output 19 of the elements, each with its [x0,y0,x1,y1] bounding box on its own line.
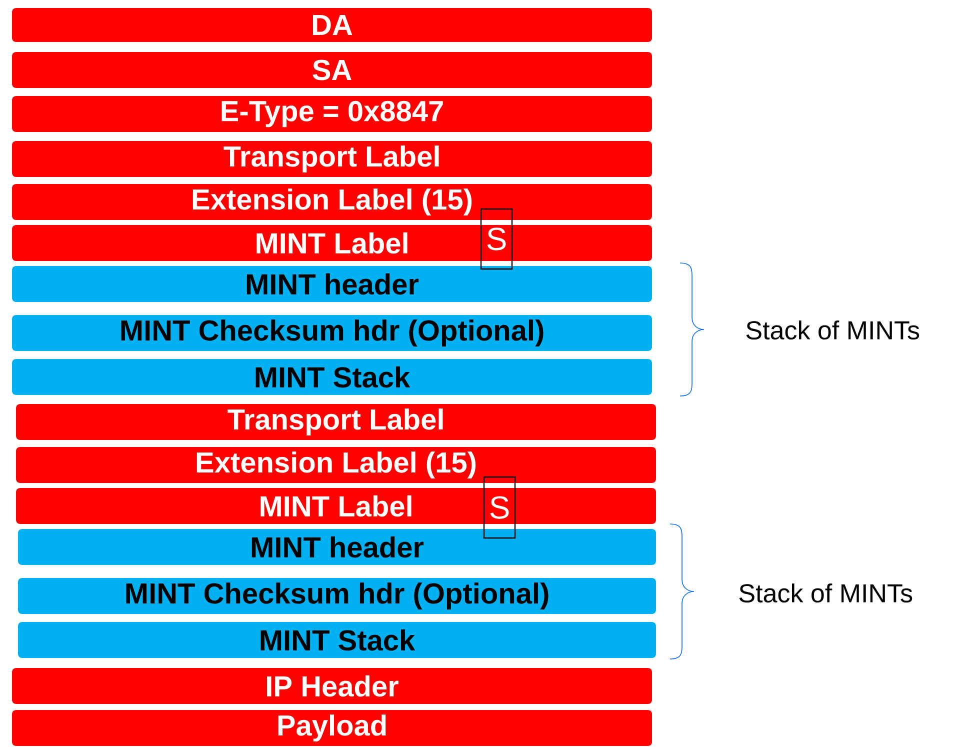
field-bar: MINT header [12,266,652,302]
field-bar: IP Header [12,668,652,704]
field-bar: Extension Label (15) [12,184,652,220]
field-bar: MINT Checksum hdr (Optional) [12,315,652,351]
field-bar: SA [12,52,652,88]
field-bar: MINT Stack [12,359,652,395]
field-bar: DA [12,8,652,42]
field-bar: Transport Label [16,404,656,440]
field-bar: MINT header [18,529,656,565]
field-bar: Payload [12,710,652,746]
field-bar: Extension Label (15) [16,447,656,483]
flag-box: S [483,476,516,539]
brace-label: Stack of MINTs [746,320,920,340]
brace-label: Stack of MINTs [739,583,912,603]
field-bar: MINT Checksum hdr (Optional) [18,578,656,614]
field-bar: Transport Label [12,141,652,177]
field-bar: MINT Stack [18,622,656,658]
field-bar: E-Type = 0x8847 [12,96,652,132]
flag-box: S [480,208,513,270]
